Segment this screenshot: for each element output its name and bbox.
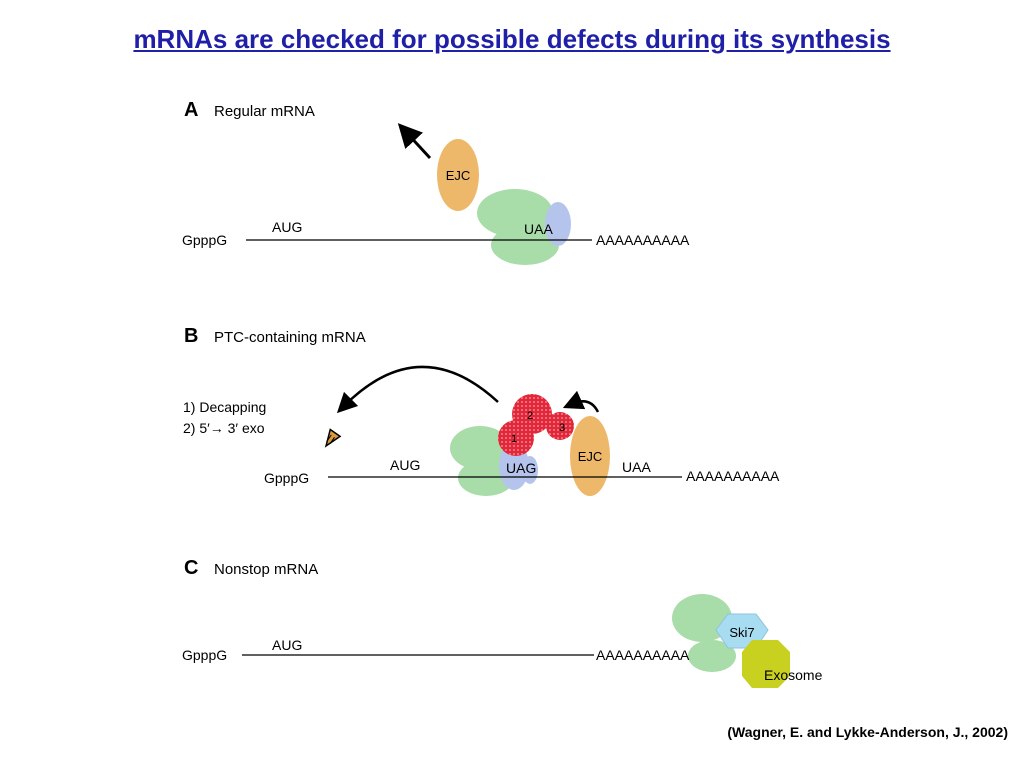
ribosome-large-subunit bbox=[450, 426, 510, 470]
panel-c: C Nonstop mRNA Ski7 Exosome GpppG AUG AA… bbox=[182, 557, 823, 688]
panel-b-heading: PTC-containing mRNA bbox=[214, 329, 366, 346]
panel-a-heading: Regular mRNA bbox=[214, 103, 315, 120]
panel-b-letter: B bbox=[184, 325, 198, 347]
panel-b: B PTC-containing mRNA 1) Decapping 2) 5′… bbox=[183, 325, 780, 496]
ejc-release-arrow bbox=[397, 123, 432, 160]
citation: (Wagner, E. and Lykke-Anderson, J., 2002… bbox=[727, 724, 1008, 740]
cap-label: GpppG bbox=[182, 647, 227, 663]
ski7-protein bbox=[715, 613, 769, 649]
cap-label: GpppG bbox=[264, 470, 309, 486]
ski7-label: Ski7 bbox=[729, 625, 754, 640]
surveillance-factor-3 bbox=[546, 412, 574, 440]
start-codon-label: AUG bbox=[390, 457, 420, 473]
stop-codon-label: UAA bbox=[622, 459, 651, 475]
ribosome-large-subunit bbox=[477, 189, 553, 237]
factor-number-2: 2 bbox=[527, 410, 533, 422]
poly-a-label: AAAAAAAAAA bbox=[686, 468, 780, 484]
poly-a-label: AAAAAAAAAA bbox=[596, 232, 690, 248]
start-codon-label: AUG bbox=[272, 219, 302, 235]
poly-a-label: AAAAAAAAAA bbox=[596, 647, 690, 663]
slide-title: mRNAs are checked for possible defects d… bbox=[133, 24, 891, 54]
start-codon-label: AUG bbox=[272, 637, 302, 653]
surveillance-factor-1 bbox=[498, 420, 534, 456]
exonuclease-icon bbox=[324, 428, 342, 448]
ribosome-small-subunit bbox=[688, 640, 736, 672]
ejc-complex bbox=[570, 416, 610, 496]
release-factor bbox=[545, 202, 571, 246]
ejc-complex bbox=[437, 139, 479, 211]
panel-c-heading: Nonstop mRNA bbox=[214, 561, 318, 578]
panel-c-letter: C bbox=[184, 557, 198, 579]
ejc-label: EJC bbox=[578, 449, 603, 464]
premature-stop-label: UAG bbox=[506, 460, 536, 476]
ejc-interaction-arrow bbox=[562, 390, 600, 413]
cap-label: GpppG bbox=[182, 232, 227, 248]
stop-codon-label: UAA bbox=[524, 221, 553, 237]
panel-a-letter: A bbox=[184, 99, 198, 121]
ejc-label: EJC bbox=[446, 168, 471, 183]
factor-number-1: 1 bbox=[511, 433, 517, 445]
exosome-complex bbox=[742, 640, 790, 688]
panel-a: A Regular mRNA EJC GpppG AUG UAA AAAAAAA… bbox=[182, 99, 690, 265]
decay-step-1: 1) Decapping bbox=[183, 399, 266, 415]
decay-curved-arrow bbox=[336, 365, 499, 414]
factor-number-3: 3 bbox=[559, 422, 565, 434]
exosome-label: Exosome bbox=[764, 667, 823, 683]
decay-step-2: 2) 5′→ 3′ exo bbox=[183, 420, 265, 436]
